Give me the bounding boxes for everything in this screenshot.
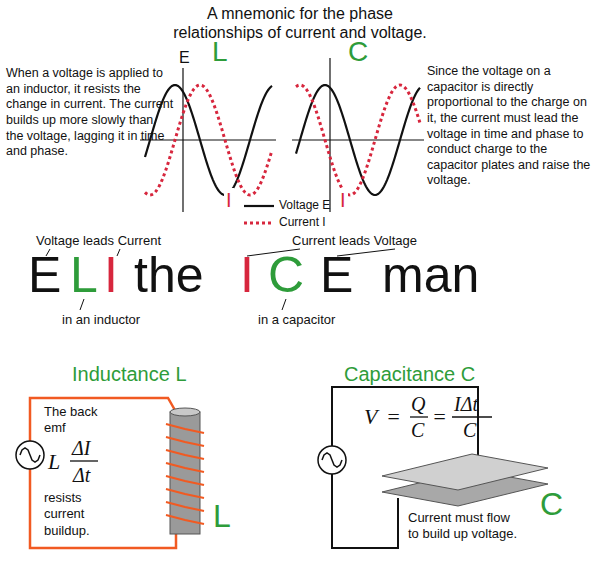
leader-line — [282, 299, 286, 310]
note-text: The back emf — [44, 404, 110, 437]
coil-winding — [166, 424, 204, 433]
mnemonic-letter: I — [240, 250, 254, 300]
section-heading: Capacitance C — [344, 362, 475, 387]
coil-winding — [166, 450, 204, 459]
circuit-wire — [30, 398, 176, 441]
annotation: Current leads Voltage — [292, 233, 417, 249]
formula-symbol: IΔt — [454, 392, 478, 417]
formula-symbol: C — [411, 418, 424, 443]
mnemonic-letter: E — [28, 250, 61, 300]
voltage-label: E — [177, 48, 192, 68]
ac-symbol — [322, 453, 342, 467]
annotation: in an inductor — [62, 312, 140, 328]
section-heading: Inductance L — [72, 362, 187, 387]
fraction-bar — [410, 416, 428, 417]
leader-line — [80, 299, 84, 310]
capacitor-plate — [382, 454, 548, 490]
coil-winding — [166, 476, 204, 485]
axis-line — [292, 139, 424, 140]
circuit-wire — [332, 387, 478, 460]
fraction-bar — [70, 460, 98, 461]
formula-symbol: ΔI — [72, 436, 90, 461]
current-label: I — [224, 188, 234, 213]
note-text: When a voltage is applied to an inductor… — [6, 66, 174, 160]
formula-symbol: = — [386, 403, 401, 431]
ac-source — [318, 446, 346, 474]
circuit-wire — [30, 469, 176, 548]
current-label: I — [338, 188, 348, 213]
fraction-bar — [452, 416, 492, 417]
inductor-letter: L — [210, 38, 230, 66]
capacitor-letter: C — [346, 38, 370, 66]
voltage-wave — [296, 85, 420, 195]
formula-symbol: C — [463, 418, 476, 443]
mnemonic-letter: L — [70, 250, 98, 300]
mnemonic-letter: E — [320, 250, 353, 300]
component-label: L — [213, 500, 231, 532]
mnemonic-word: man — [382, 250, 479, 300]
title: A mnemonic for the phase relationships o… — [172, 4, 428, 42]
inductor-core-top — [170, 408, 200, 416]
annotation: Voltage leads Current — [36, 233, 161, 249]
coil-winding — [166, 502, 204, 511]
mnemonic-letter: C — [268, 250, 304, 300]
legend-sample-line — [244, 222, 274, 225]
note-text: resists current buildup. — [44, 490, 118, 539]
legend-text: Current I — [279, 215, 326, 229]
formula-symbol: = — [432, 403, 447, 431]
axis-line — [182, 58, 183, 212]
ac-symbol — [20, 448, 40, 462]
component-label: C — [540, 488, 563, 520]
mnemonic-letter: I — [104, 250, 118, 300]
formula-symbol: Q — [411, 392, 425, 417]
axis-line — [329, 58, 330, 212]
legend-text: Voltage E — [279, 198, 330, 212]
coil-winding — [166, 515, 204, 524]
current-wave — [296, 85, 420, 195]
formula-symbol: V — [364, 403, 377, 431]
circuit-wire — [332, 474, 398, 548]
note-text: Since the voltage on a capacitor is dire… — [427, 64, 595, 189]
note-text: Current must flow to build up voltage. — [408, 510, 520, 543]
coil-winding — [166, 437, 204, 446]
coil-winding — [166, 463, 204, 472]
mnemonic-word: the — [134, 250, 204, 300]
ac-source — [16, 441, 44, 469]
legend-sample-line — [244, 205, 274, 207]
coil-winding — [166, 489, 204, 498]
annotation: in a capacitor — [258, 312, 335, 328]
formula-symbol: L — [48, 448, 60, 476]
formula-symbol: Δt — [73, 463, 90, 488]
